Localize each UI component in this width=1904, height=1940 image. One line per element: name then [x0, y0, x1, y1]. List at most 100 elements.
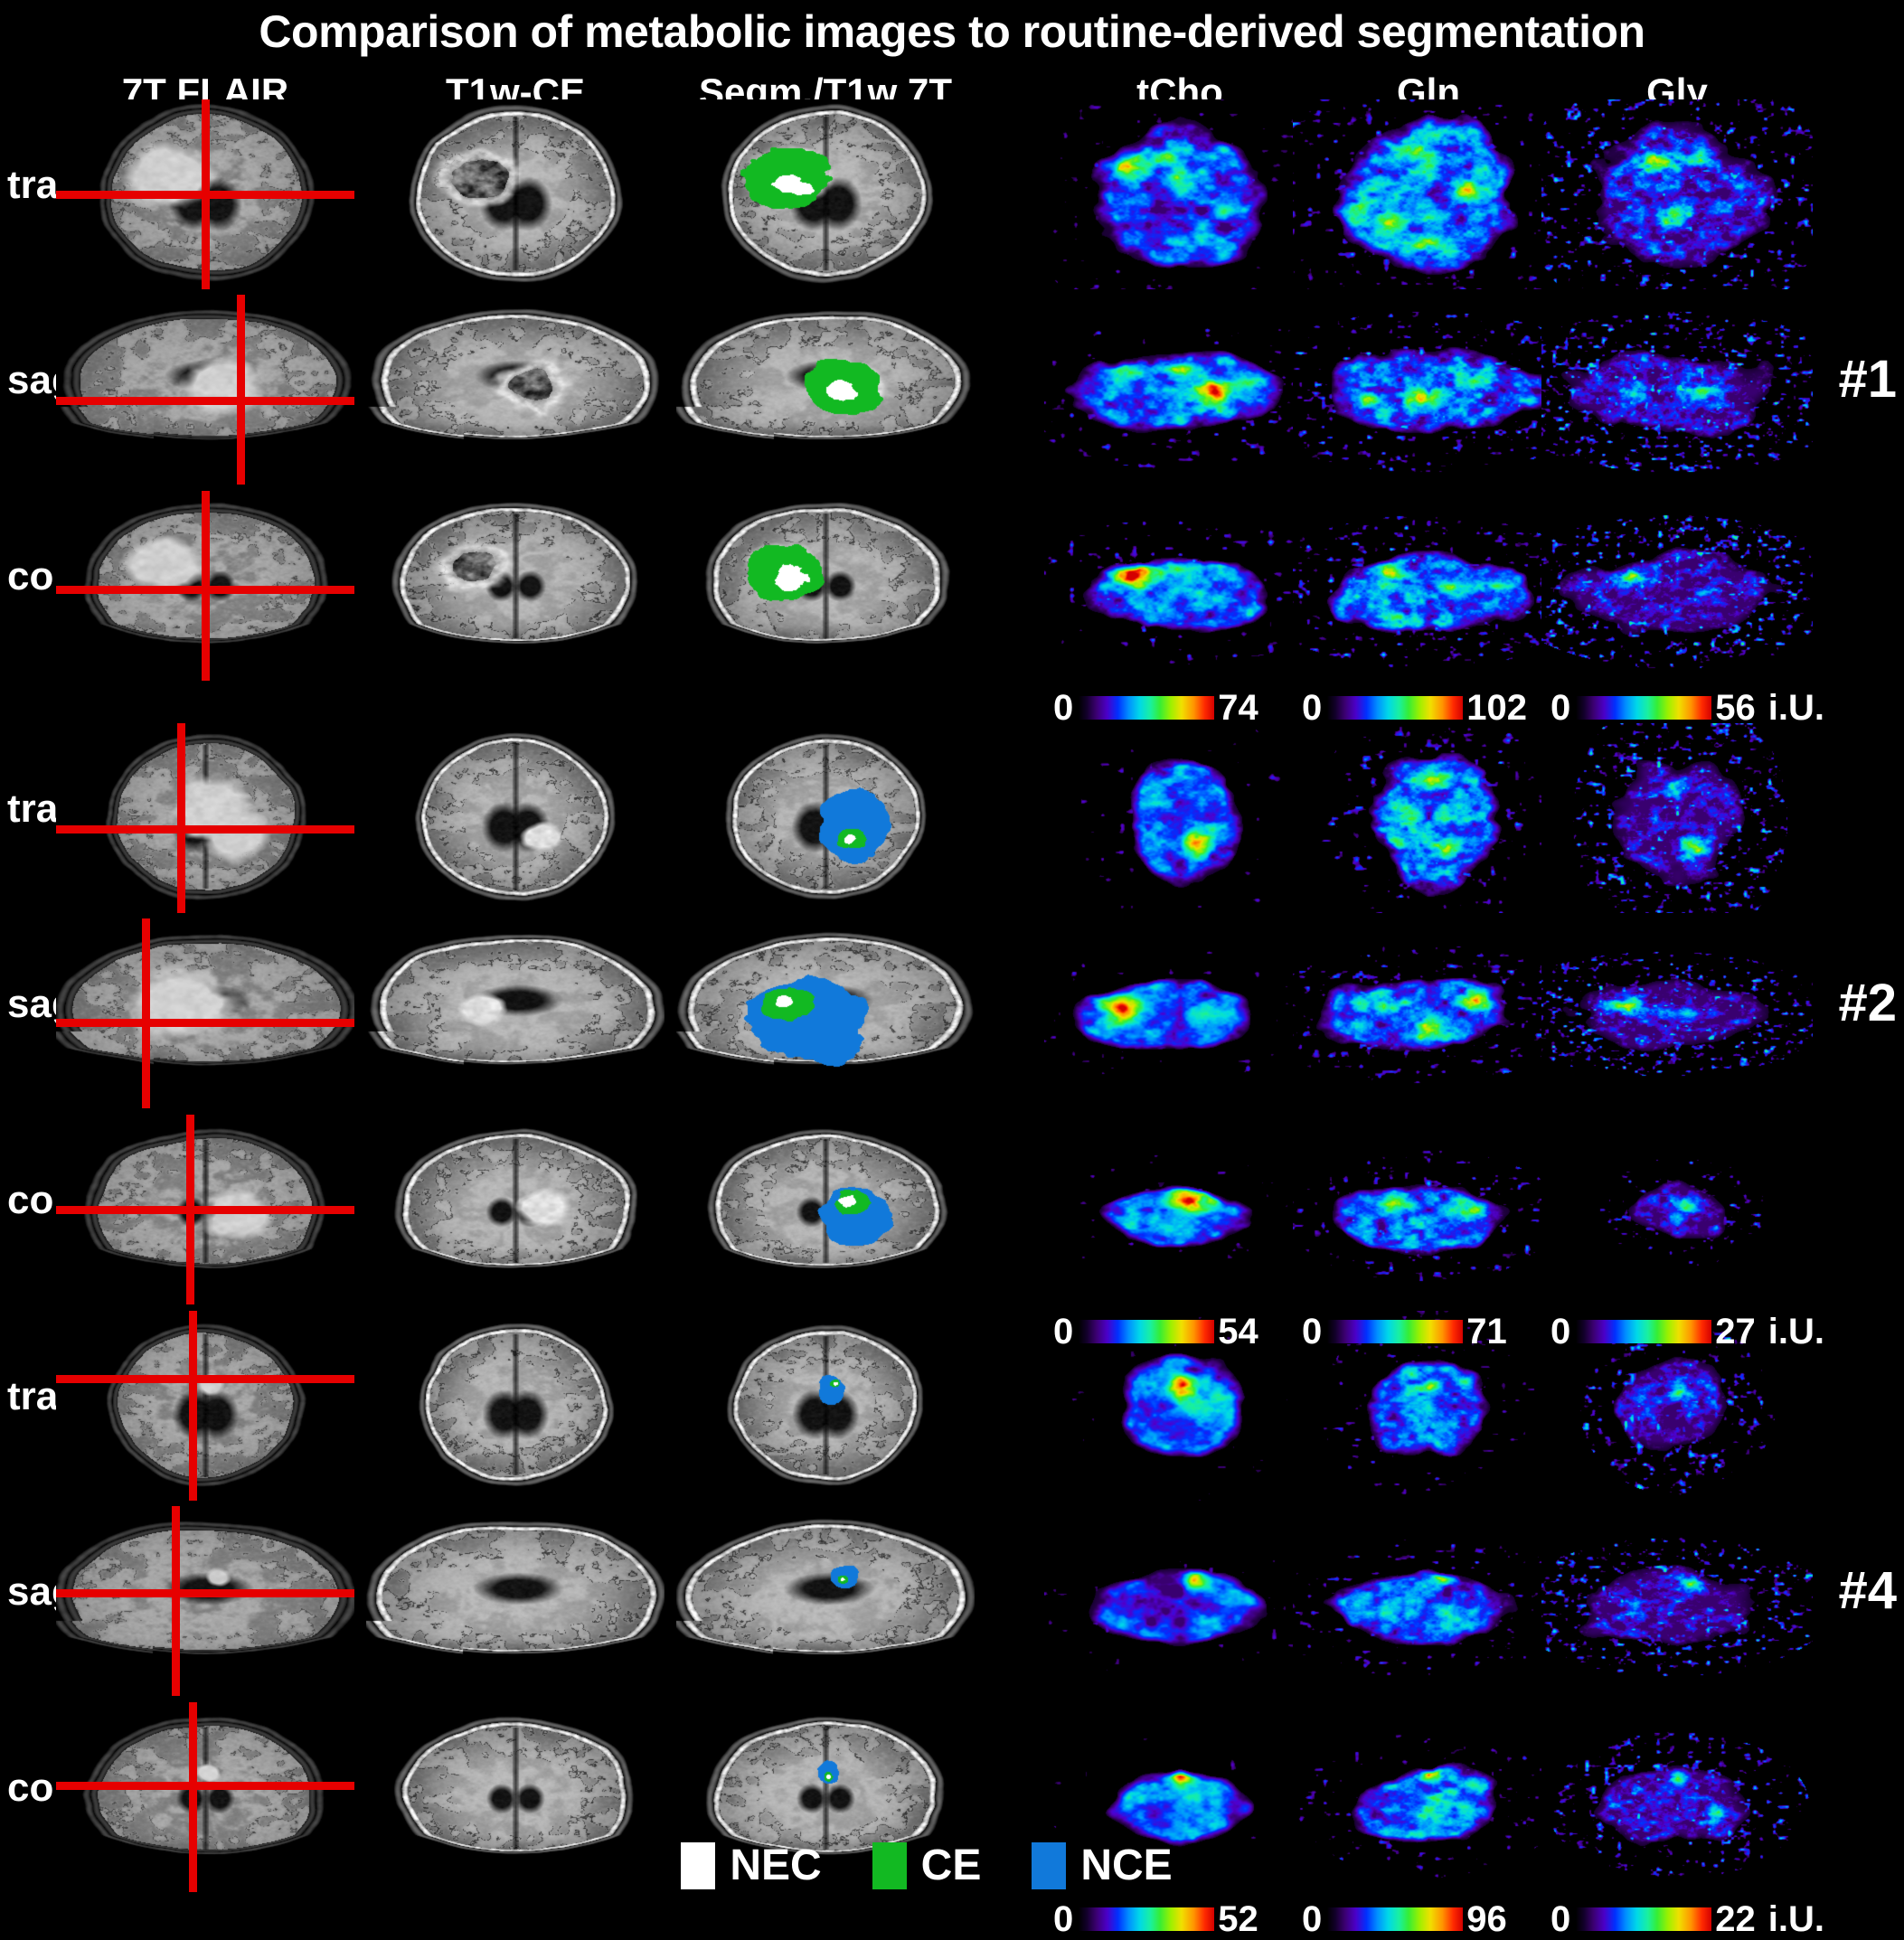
- image-patient1-sag-t1wce: [366, 295, 665, 485]
- image-patient4-tra-segm: [676, 1311, 975, 1501]
- image-canvas: [1044, 99, 1315, 289]
- legend-label-nec: NEC: [730, 1841, 822, 1889]
- crosshair-vertical: [177, 723, 185, 913]
- image-patient2-sag-segm: [676, 918, 975, 1108]
- image-canvas: [676, 723, 975, 913]
- image-patient2-cor-tcho: [1044, 1115, 1315, 1304]
- image-canvas: [1541, 1702, 1813, 1892]
- colorbar-min-value: 0: [1302, 1899, 1323, 1939]
- image-canvas: [366, 99, 665, 289]
- crosshair-horizontal: [56, 1206, 354, 1214]
- image-patient2-cor-segm: [676, 1115, 975, 1304]
- image-canvas: [676, 491, 975, 681]
- image-canvas: [1293, 1115, 1564, 1304]
- legend-item-nec: NEC: [681, 1841, 822, 1890]
- crosshair-horizontal: [56, 397, 354, 405]
- segmentation-legend: NEC CE NCE: [0, 1841, 1904, 1890]
- image-canvas: [1541, 99, 1813, 289]
- image-patient4-sag-segm: [676, 1506, 975, 1696]
- image-canvas: [1293, 1702, 1564, 1892]
- image-patient1-tra-segm: [676, 99, 975, 289]
- legend-item-nce: NCE: [1032, 1841, 1173, 1890]
- image-canvas: [1541, 295, 1813, 485]
- colorbar-max-value: 54: [1218, 1312, 1258, 1351]
- orientation-label-p1-tra: tra: [7, 163, 59, 207]
- colorbar-min-value: 0: [1053, 1899, 1074, 1939]
- colorbar-max-value: 96: [1466, 1899, 1507, 1939]
- colorbar-unit-label: i.U.: [1767, 1311, 1824, 1351]
- image-canvas: [56, 1311, 354, 1501]
- colorbar-max-value: 71: [1466, 1312, 1507, 1351]
- image-canvas: [1044, 918, 1315, 1108]
- patient-label-p4: #4: [1838, 1561, 1897, 1620]
- image-patient1-tra-t1wce: [366, 99, 665, 289]
- image-patient2-cor-flair: [56, 1115, 354, 1304]
- image-canvas: [1541, 1506, 1813, 1696]
- orientation-label-p2-tra: tra: [7, 786, 59, 831]
- image-canvas: [366, 1702, 665, 1892]
- colorbar-gradient: [1327, 1907, 1464, 1931]
- image-canvas: [366, 491, 665, 681]
- image-patient2-cor-t1wce: [366, 1115, 665, 1304]
- image-canvas: [366, 1506, 665, 1696]
- crosshair-horizontal: [56, 1589, 354, 1597]
- legend-swatch-ce: [872, 1841, 907, 1889]
- orientation-label-p4-tra: tra: [7, 1374, 59, 1418]
- image-patient4-cor-flair: [56, 1702, 354, 1892]
- image-patient2-sag-gly: [1541, 918, 1813, 1108]
- image-patient4-cor-gly: [1541, 1702, 1813, 1892]
- image-canvas: [366, 918, 665, 1108]
- crosshair-horizontal: [56, 191, 354, 199]
- image-patient4-sag-gln: [1293, 1506, 1564, 1696]
- image-patient2-sag-t1wce: [366, 918, 665, 1108]
- image-canvas: [1044, 295, 1315, 485]
- image-canvas: [676, 918, 975, 1108]
- image-canvas: [56, 723, 354, 913]
- image-patient2-cor-gly: [1541, 1115, 1813, 1304]
- crosshair-vertical: [142, 918, 150, 1108]
- image-patient4-cor-segm: [676, 1702, 975, 1892]
- image-patient4-tra-flair: [56, 1311, 354, 1501]
- colorbar-min-value: 0: [1551, 1899, 1571, 1939]
- image-canvas: [676, 1311, 975, 1501]
- image-patient1-cor-gly: [1541, 491, 1813, 681]
- crosshair-horizontal: [56, 1019, 354, 1027]
- image-canvas: [1044, 1115, 1315, 1304]
- image-patient1-sag-tcho: [1044, 295, 1315, 485]
- colorbar-gradient: [1079, 1320, 1215, 1343]
- colorbar-min-value: 0: [1053, 1312, 1074, 1351]
- colorbar-gradient: [1576, 1320, 1712, 1343]
- colorbar-p2-tcho: 0 54: [1053, 1312, 1258, 1351]
- image-canvas: [676, 1115, 975, 1304]
- image-patient4-cor-gln: [1293, 1702, 1564, 1892]
- image-canvas: [56, 918, 354, 1108]
- image-patient1-cor-t1wce: [366, 491, 665, 681]
- image-canvas: [1044, 723, 1315, 913]
- image-patient2-sag-flair: [56, 918, 354, 1108]
- legend-item-ce: CE: [872, 1841, 981, 1890]
- crosshair-horizontal: [56, 825, 354, 833]
- crosshair-vertical: [189, 1311, 197, 1501]
- image-patient2-tra-flair: [56, 723, 354, 913]
- image-patient4-sag-t1wce: [366, 1506, 665, 1696]
- image-patient2-tra-gln: [1293, 723, 1564, 913]
- patient-label-p1: #1: [1838, 350, 1897, 409]
- image-canvas: [1541, 918, 1813, 1108]
- image-patient1-cor-segm: [676, 491, 975, 681]
- image-patient4-sag-flair: [56, 1506, 354, 1696]
- crosshair-horizontal: [56, 586, 354, 594]
- image-patient2-tra-t1wce: [366, 723, 665, 913]
- image-canvas: [1293, 1506, 1564, 1696]
- image-canvas: [56, 1702, 354, 1892]
- image-patient1-tra-flair: [56, 99, 354, 289]
- crosshair-vertical: [172, 1506, 180, 1696]
- patient-label-p2: #2: [1838, 974, 1897, 1032]
- image-patient1-tra-gln: [1293, 99, 1564, 289]
- image-canvas: [1293, 491, 1564, 681]
- colorbar-min-value: 0: [1302, 1312, 1323, 1351]
- image-patient1-sag-flair: [56, 295, 354, 485]
- colorbar-gradient: [1079, 1907, 1215, 1931]
